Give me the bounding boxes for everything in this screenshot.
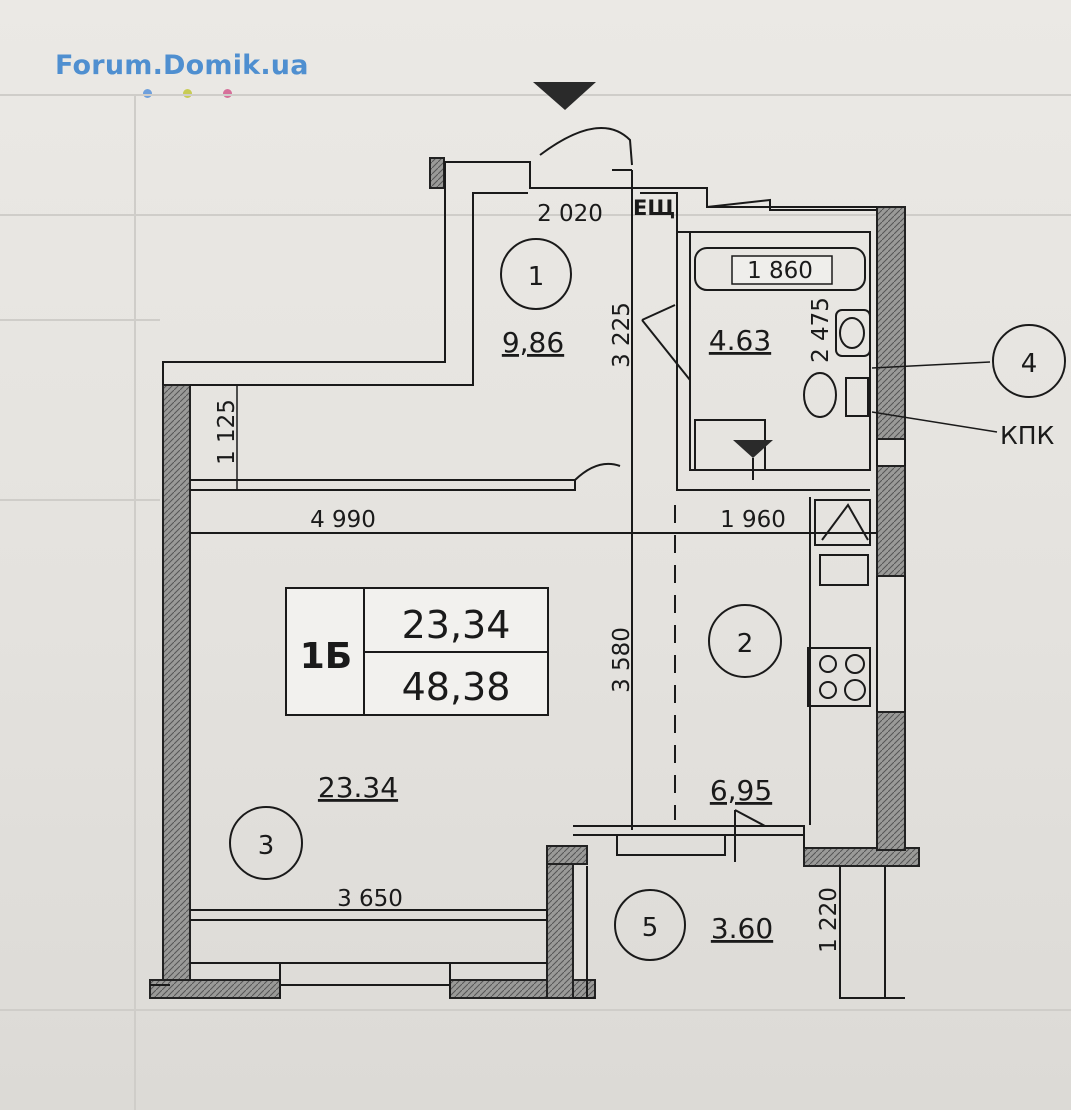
room-1-area: 9,86 xyxy=(502,326,564,359)
room-4-number: 4 xyxy=(1021,349,1038,379)
watermark-dot-yellow xyxy=(183,89,192,98)
room-2-circle xyxy=(708,604,782,678)
bathroom-arrow-icon xyxy=(733,440,773,458)
dimension-3580: 3 580 xyxy=(609,627,635,693)
watermark-dots xyxy=(143,89,232,98)
room-3-number: 3 xyxy=(258,831,275,861)
room-3-area: 23.34 xyxy=(318,771,398,804)
dimension-1125: 1 125 xyxy=(214,399,240,465)
room-1-circle xyxy=(500,238,572,310)
watermark-text: Forum.Domik.ua xyxy=(55,50,309,81)
bathroom-area: 4.63 xyxy=(709,324,771,357)
plan-lines xyxy=(150,127,906,999)
entrance-arrow-icon xyxy=(533,82,596,110)
room-3-circle xyxy=(229,806,303,880)
dimension-1860-box xyxy=(731,255,833,285)
room-5-circle xyxy=(614,889,686,961)
dimension-1960: 1 960 xyxy=(720,507,786,533)
dimension-3225: 3 225 xyxy=(609,302,635,368)
room-4-circle xyxy=(992,324,1066,398)
room-5-area: 3.60 xyxy=(711,912,773,945)
room-5-number: 5 xyxy=(642,913,659,943)
dimension-1860: 1 860 xyxy=(747,258,813,284)
room-1-number: 1 xyxy=(528,262,545,292)
room-4-label: КПК xyxy=(1000,421,1055,450)
apartment-total-area: 48,38 xyxy=(402,665,511,709)
apartment-living-area: 23,34 xyxy=(402,603,511,647)
apartment-label-box xyxy=(285,587,549,716)
walls xyxy=(149,157,920,999)
dimension-1220: 1 220 xyxy=(816,887,842,953)
dimension-2020: 2 020 xyxy=(537,201,603,227)
watermark-dot-pink xyxy=(223,89,232,98)
room-2-number: 2 xyxy=(737,629,754,659)
apartment-type-label: 1Б xyxy=(300,636,353,677)
room-2-area: 6,95 xyxy=(710,774,772,807)
shaft-label: ЕЩ xyxy=(633,196,675,220)
dimension-3650: 3 650 xyxy=(337,886,403,912)
dimension-4990: 4 990 xyxy=(310,507,376,533)
watermark-dot-blue xyxy=(143,89,152,98)
dimension-2475: 2 475 xyxy=(808,297,834,363)
